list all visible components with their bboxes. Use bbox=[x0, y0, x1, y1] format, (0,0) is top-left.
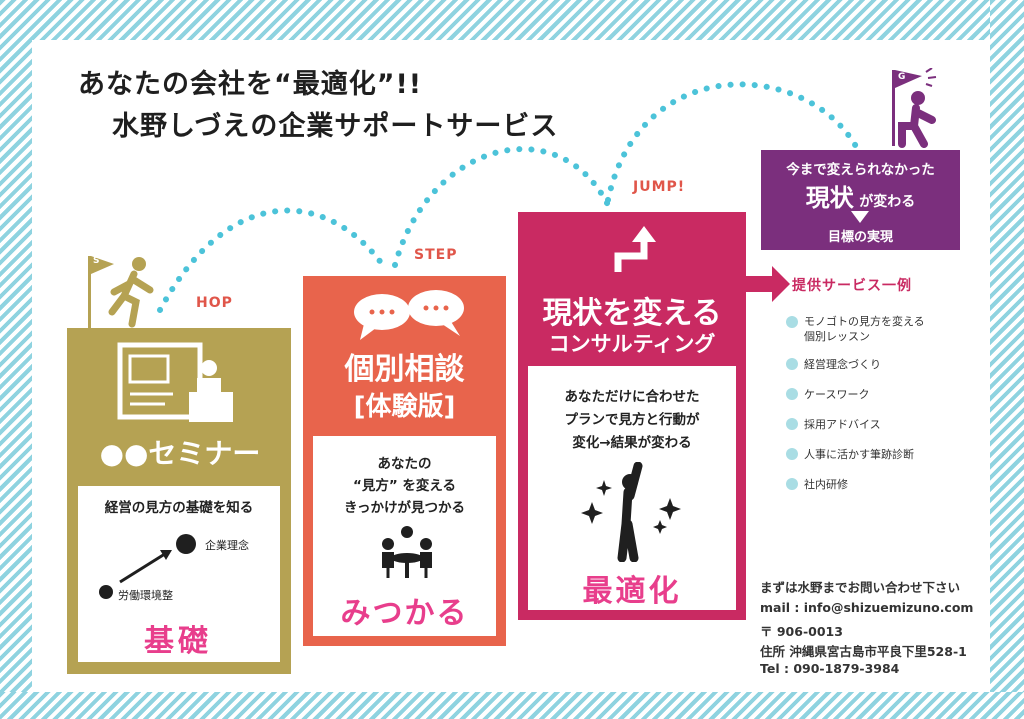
service-item-3: ケースワーク bbox=[804, 388, 870, 401]
jump-arc bbox=[605, 81, 861, 203]
service-bullet bbox=[786, 478, 798, 490]
victory-person-sparkles-icon bbox=[581, 462, 681, 562]
meeting-table-icon bbox=[382, 526, 432, 578]
stripe-bottom-band bbox=[0, 692, 1024, 719]
step-label: STEP bbox=[414, 247, 458, 263]
consult-result: みつかる bbox=[340, 596, 469, 631]
arrow-to-services bbox=[746, 266, 790, 302]
stripe-top-band bbox=[0, 0, 1024, 40]
contact-postal: 〒 906-0013 bbox=[760, 624, 843, 639]
seminar-title: ●●セミナー bbox=[99, 437, 261, 470]
stripe-right-band bbox=[990, 0, 1024, 719]
goal-line1: 今まで変えられなかった bbox=[786, 162, 935, 178]
goal-emph: 現状 bbox=[805, 184, 854, 212]
jump-label: JUMP! bbox=[633, 179, 686, 195]
goal-flag-letter: G bbox=[898, 72, 906, 82]
seminar-point-high: 企業理念 bbox=[205, 539, 249, 552]
consulting-body-line2: プランで見方と行動が bbox=[564, 412, 700, 428]
goal-flag-person-icon bbox=[892, 68, 937, 148]
consult-body-line3: きっかけが見つかる bbox=[344, 500, 465, 516]
contact-address: 住所 沖縄県宮古島市平良下里528-1 bbox=[760, 644, 967, 659]
consulting-title: 現状を変える bbox=[542, 296, 722, 331]
consulting-body-line3: 変化→結果が変わる bbox=[572, 435, 692, 451]
goal-box bbox=[761, 150, 960, 250]
consult-title: 個別相談 bbox=[344, 352, 465, 387]
service-item-2: 経営理念づくり bbox=[804, 358, 881, 371]
contact-mail[interactable]: mail : info@shizuemizuno.com bbox=[760, 600, 974, 615]
start-flag-letter: S bbox=[93, 256, 100, 266]
service-item-5: 人事に活かす筆跡診断 bbox=[804, 448, 914, 461]
step-arc bbox=[392, 146, 611, 268]
start-flag-runner-icon bbox=[88, 256, 154, 328]
service-bullet bbox=[786, 418, 798, 430]
seminar-subtitle: 経営の見方の基礎を知る bbox=[104, 500, 254, 516]
goal-line2: 現状 が変わる bbox=[761, 178, 960, 213]
services-heading: 提供サービス一例 bbox=[792, 278, 912, 294]
down-triangle-icon bbox=[851, 211, 869, 223]
consulting-subtitle: コンサルティング bbox=[548, 332, 716, 356]
consulting-result: 最適化 bbox=[582, 574, 682, 609]
turn-up-arrow-icon bbox=[614, 226, 656, 272]
headline-line2: 水野しづえの企業サポートサービス bbox=[112, 111, 559, 142]
consult-body-line2: “見方” を変える bbox=[352, 478, 457, 494]
seminar-point-low: 労働環境整 bbox=[118, 589, 173, 602]
consulting-body-line1: あなただけに合わせた bbox=[564, 389, 700, 405]
hop-label: HOP bbox=[196, 295, 233, 311]
service-item-4: 採用アドバイス bbox=[804, 418, 881, 431]
hop-arc bbox=[157, 207, 388, 313]
service-bullet bbox=[786, 316, 798, 328]
stripe-left-band bbox=[0, 0, 32, 719]
speech-bubbles-icon bbox=[354, 290, 464, 340]
service-bullet bbox=[786, 388, 798, 400]
service-item-6: 社内研修 bbox=[804, 478, 848, 491]
seminar-result: 基礎 bbox=[144, 624, 212, 659]
service-item-1-line2: 個別レッスン bbox=[804, 330, 870, 343]
consult-body-line1: あなたの bbox=[377, 456, 432, 472]
consult-subtitle: [体験版] bbox=[353, 392, 456, 422]
contact-tel[interactable]: Tel : 090-1879-3984 bbox=[760, 661, 900, 676]
growth-arrow-graphic bbox=[99, 534, 196, 599]
headline-line1: あなたの会社を“最適化”!! bbox=[78, 69, 423, 100]
goal-line3: 目標の実現 bbox=[827, 230, 893, 245]
service-bullet bbox=[786, 358, 798, 370]
presentation-board-icon bbox=[117, 342, 233, 422]
service-item-1-line1: モノゴトの見方を変える bbox=[804, 315, 925, 328]
contact-lead: まずは水野までお問い合わせ下さい bbox=[760, 580, 961, 595]
service-bullet bbox=[786, 448, 798, 460]
goal-suffix: が変わる bbox=[859, 194, 916, 210]
seminar-panel bbox=[78, 486, 280, 662]
